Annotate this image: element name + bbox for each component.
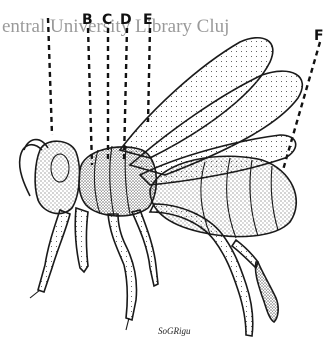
head xyxy=(35,141,79,213)
middle-leg-tarsus xyxy=(126,318,129,330)
middle-leg xyxy=(108,214,137,320)
label-d: D xyxy=(120,12,132,28)
leader-line-e xyxy=(148,28,150,122)
label-c: C xyxy=(102,12,112,28)
thorax xyxy=(79,147,156,216)
label-f: F xyxy=(314,28,324,44)
front-leg-tarsus xyxy=(30,290,40,298)
hind-leg-tarsus xyxy=(255,262,278,322)
leader-line-d xyxy=(124,28,127,160)
front-leg xyxy=(38,210,70,292)
artist-signature: SoGRigu xyxy=(158,326,191,336)
label-b: B xyxy=(82,12,93,28)
front-leg-inner xyxy=(75,208,88,272)
leader-line-b xyxy=(88,28,92,165)
abdomen xyxy=(150,156,296,236)
watermark-text: entral University Library Cluj xyxy=(2,16,229,37)
label-e: E xyxy=(143,12,153,28)
